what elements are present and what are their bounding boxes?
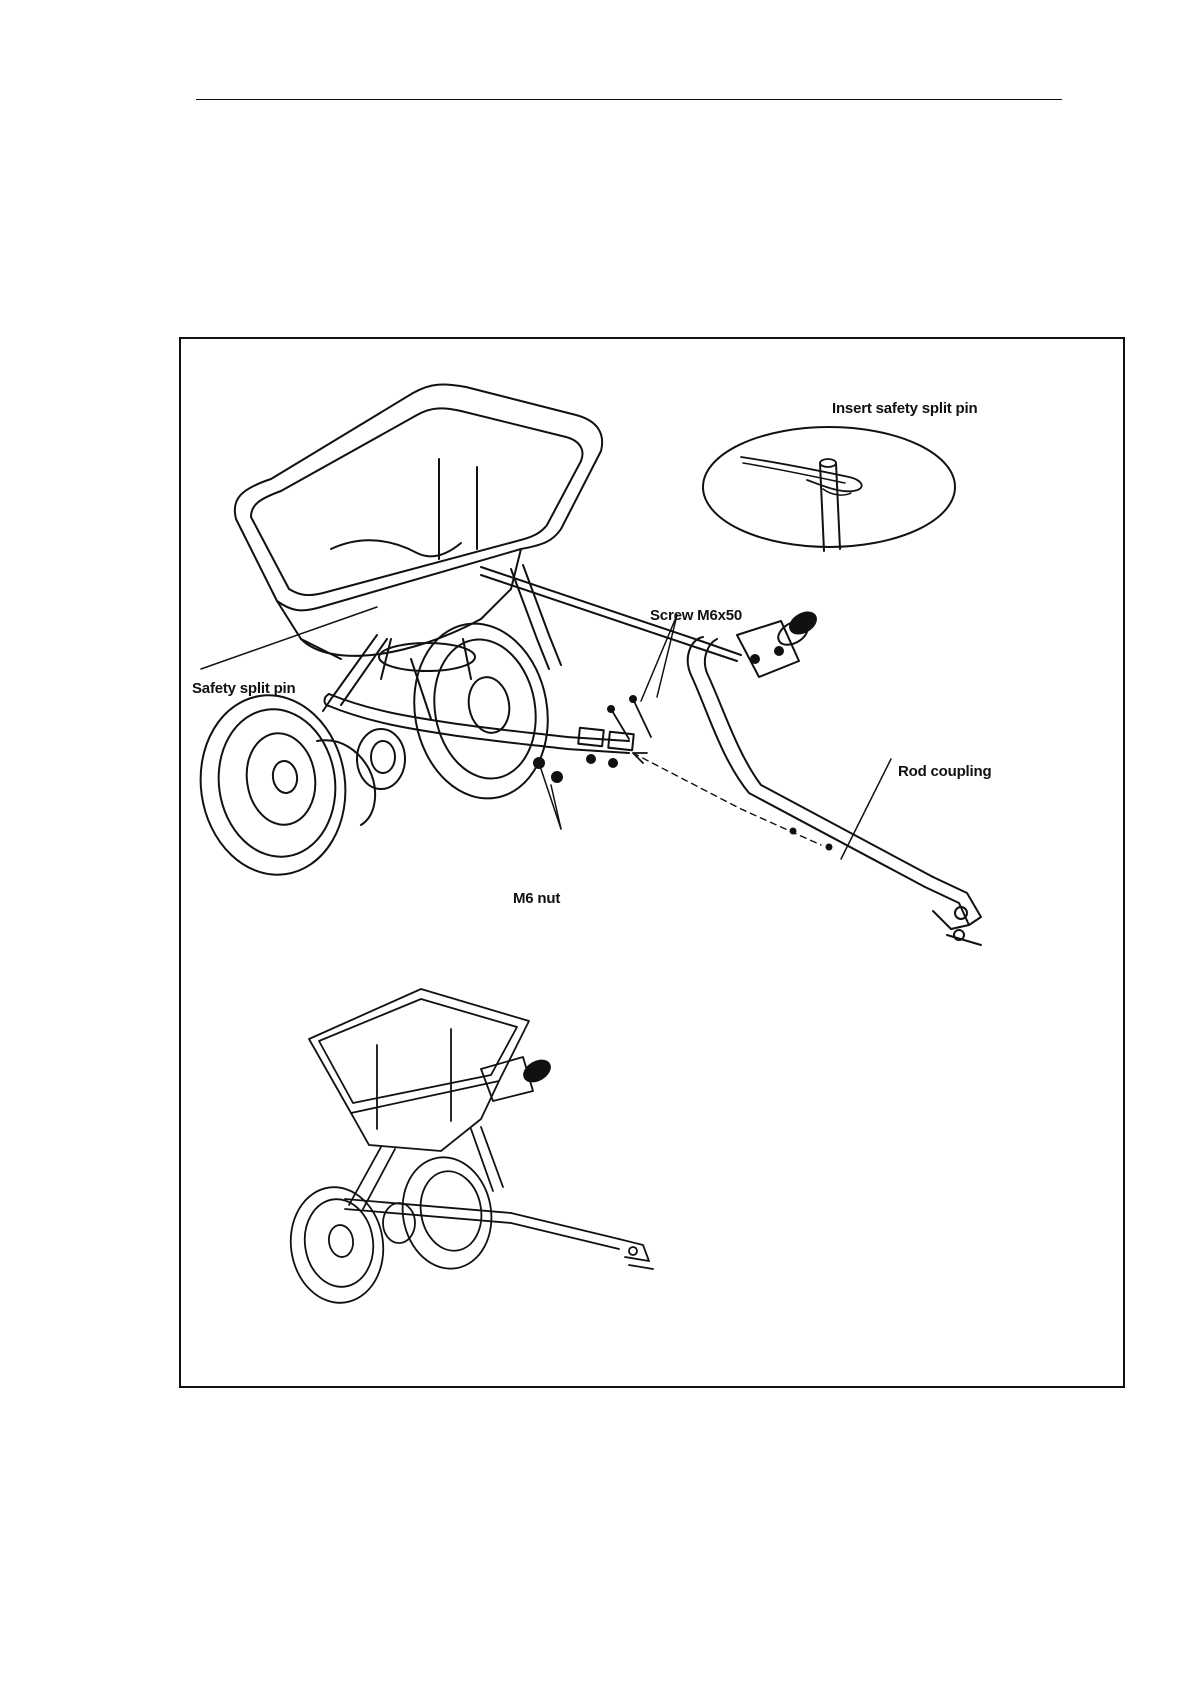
label-m6-nut: M6 nut [513,890,560,907]
assembly-figure [179,337,1125,1388]
label-safety-split-pin: Safety split pin [192,680,296,697]
label-screw: Screw M6x50 [650,607,742,624]
header-rule [196,99,1062,100]
label-rod-coupling: Rod coupling [898,763,991,780]
label-insert-safety-split-pin: Insert safety split pin [832,400,977,417]
split-pin-detail-icon [703,427,955,551]
spreader-exploded-icon [189,385,981,945]
assembly-drawing [181,339,1127,1390]
spreader-assembled-icon [283,989,653,1309]
